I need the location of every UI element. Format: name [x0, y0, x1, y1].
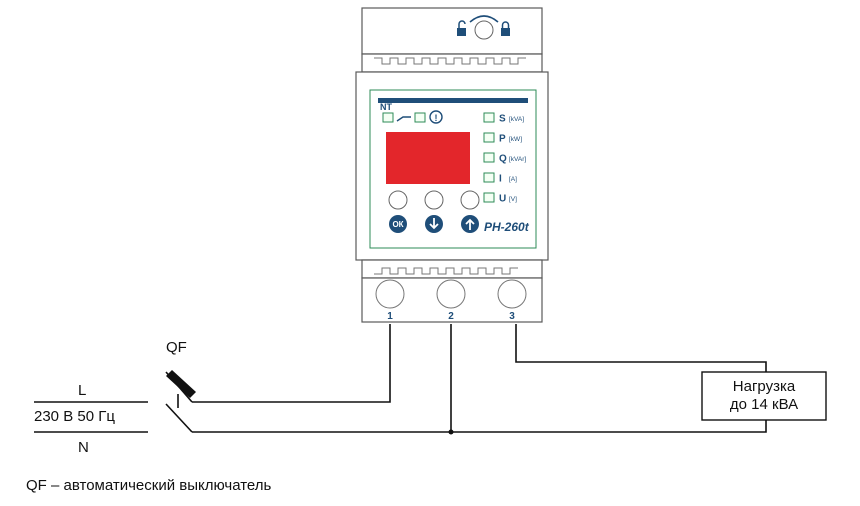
- unlock-icon: [457, 20, 466, 36]
- neutral-bus-wire: [192, 420, 767, 433]
- param-unit-q: [kVAr]: [509, 156, 526, 163]
- junction-dot: [448, 429, 454, 435]
- terminal-screw-3: [497, 279, 527, 309]
- param-indicator-q: [483, 152, 495, 163]
- relay-contact-icon: [396, 116, 411, 122]
- brand-logo-icon: NT: [380, 102, 392, 112]
- supply-label: 230 В 50 Гц: [34, 408, 115, 425]
- param-unit-s: [kVA]: [509, 116, 524, 123]
- relay-device: NT ! ОК РН-260t S[kVA] P[kW] Q[kVAr] I [A] U[…: [355, 7, 549, 323]
- alarm-icon: [429, 110, 443, 124]
- param-indicator-p: [483, 132, 495, 143]
- param-indicator-i: [483, 172, 495, 183]
- param-letter-p: P: [499, 134, 506, 145]
- device-top-module: [361, 7, 543, 55]
- neutral-label: N: [78, 439, 89, 456]
- bottom-vent-teeth: [374, 267, 518, 275]
- top-vent-teeth: [374, 57, 526, 65]
- svg-text:!: !: [435, 113, 438, 123]
- panel-header-strip: [378, 98, 528, 103]
- param-unit-i: [A]: [509, 176, 517, 183]
- terminal-3-to-load: [515, 324, 767, 372]
- param-unit-p: [kW]: [509, 136, 522, 143]
- up-key[interactable]: [460, 190, 480, 210]
- param-letter-u: U: [499, 194, 506, 205]
- terminal-label-1: 1: [387, 311, 393, 322]
- param-letter-q: Q: [499, 154, 507, 165]
- line-to-terminal-1: [192, 324, 391, 403]
- terminal-label-2: 2: [448, 311, 454, 322]
- line-label: L: [78, 382, 86, 399]
- breaker-label: QF: [166, 339, 187, 356]
- relay-indicator: [382, 112, 394, 123]
- down-key[interactable]: [424, 190, 444, 210]
- ok-key[interactable]: [388, 190, 408, 210]
- legend-text: QF – автоматический выключатель: [26, 477, 272, 494]
- wiring: Нагрузка до 14 кВА: [34, 324, 827, 435]
- param-letter-s: S: [499, 114, 506, 125]
- load-label-1: Нагрузка: [733, 378, 796, 395]
- terminal-label-3: 3: [509, 311, 515, 322]
- alarm-indicator: [414, 112, 426, 123]
- bottom-vent-band: [361, 259, 543, 279]
- display-screen: [386, 132, 470, 184]
- ok-button-icon: [389, 215, 407, 233]
- load-label-2: до 14 кВА: [730, 396, 798, 413]
- param-indicator-u: [483, 192, 495, 203]
- top-vent-band: [361, 53, 543, 73]
- terminal-screw-1: [375, 279, 405, 309]
- breaker-switch-n: [165, 403, 193, 433]
- param-letter-i: I: [499, 174, 502, 185]
- parameter-indicators: S[kVA] P[kW] Q[kVAr] I [A] U[V]: [483, 112, 526, 205]
- lock-arc: [469, 15, 499, 23]
- device-model: РН-260t: [484, 220, 530, 234]
- terminal-screw-2: [436, 279, 466, 309]
- ok-label: ОК: [392, 220, 403, 229]
- param-unit-u: [V]: [509, 196, 517, 203]
- load-box: [701, 371, 827, 421]
- breaker-handle: [166, 370, 196, 398]
- lock-toggle-knob[interactable]: [474, 20, 494, 40]
- param-indicator-s: [483, 112, 495, 123]
- lock-icon: [501, 21, 510, 36]
